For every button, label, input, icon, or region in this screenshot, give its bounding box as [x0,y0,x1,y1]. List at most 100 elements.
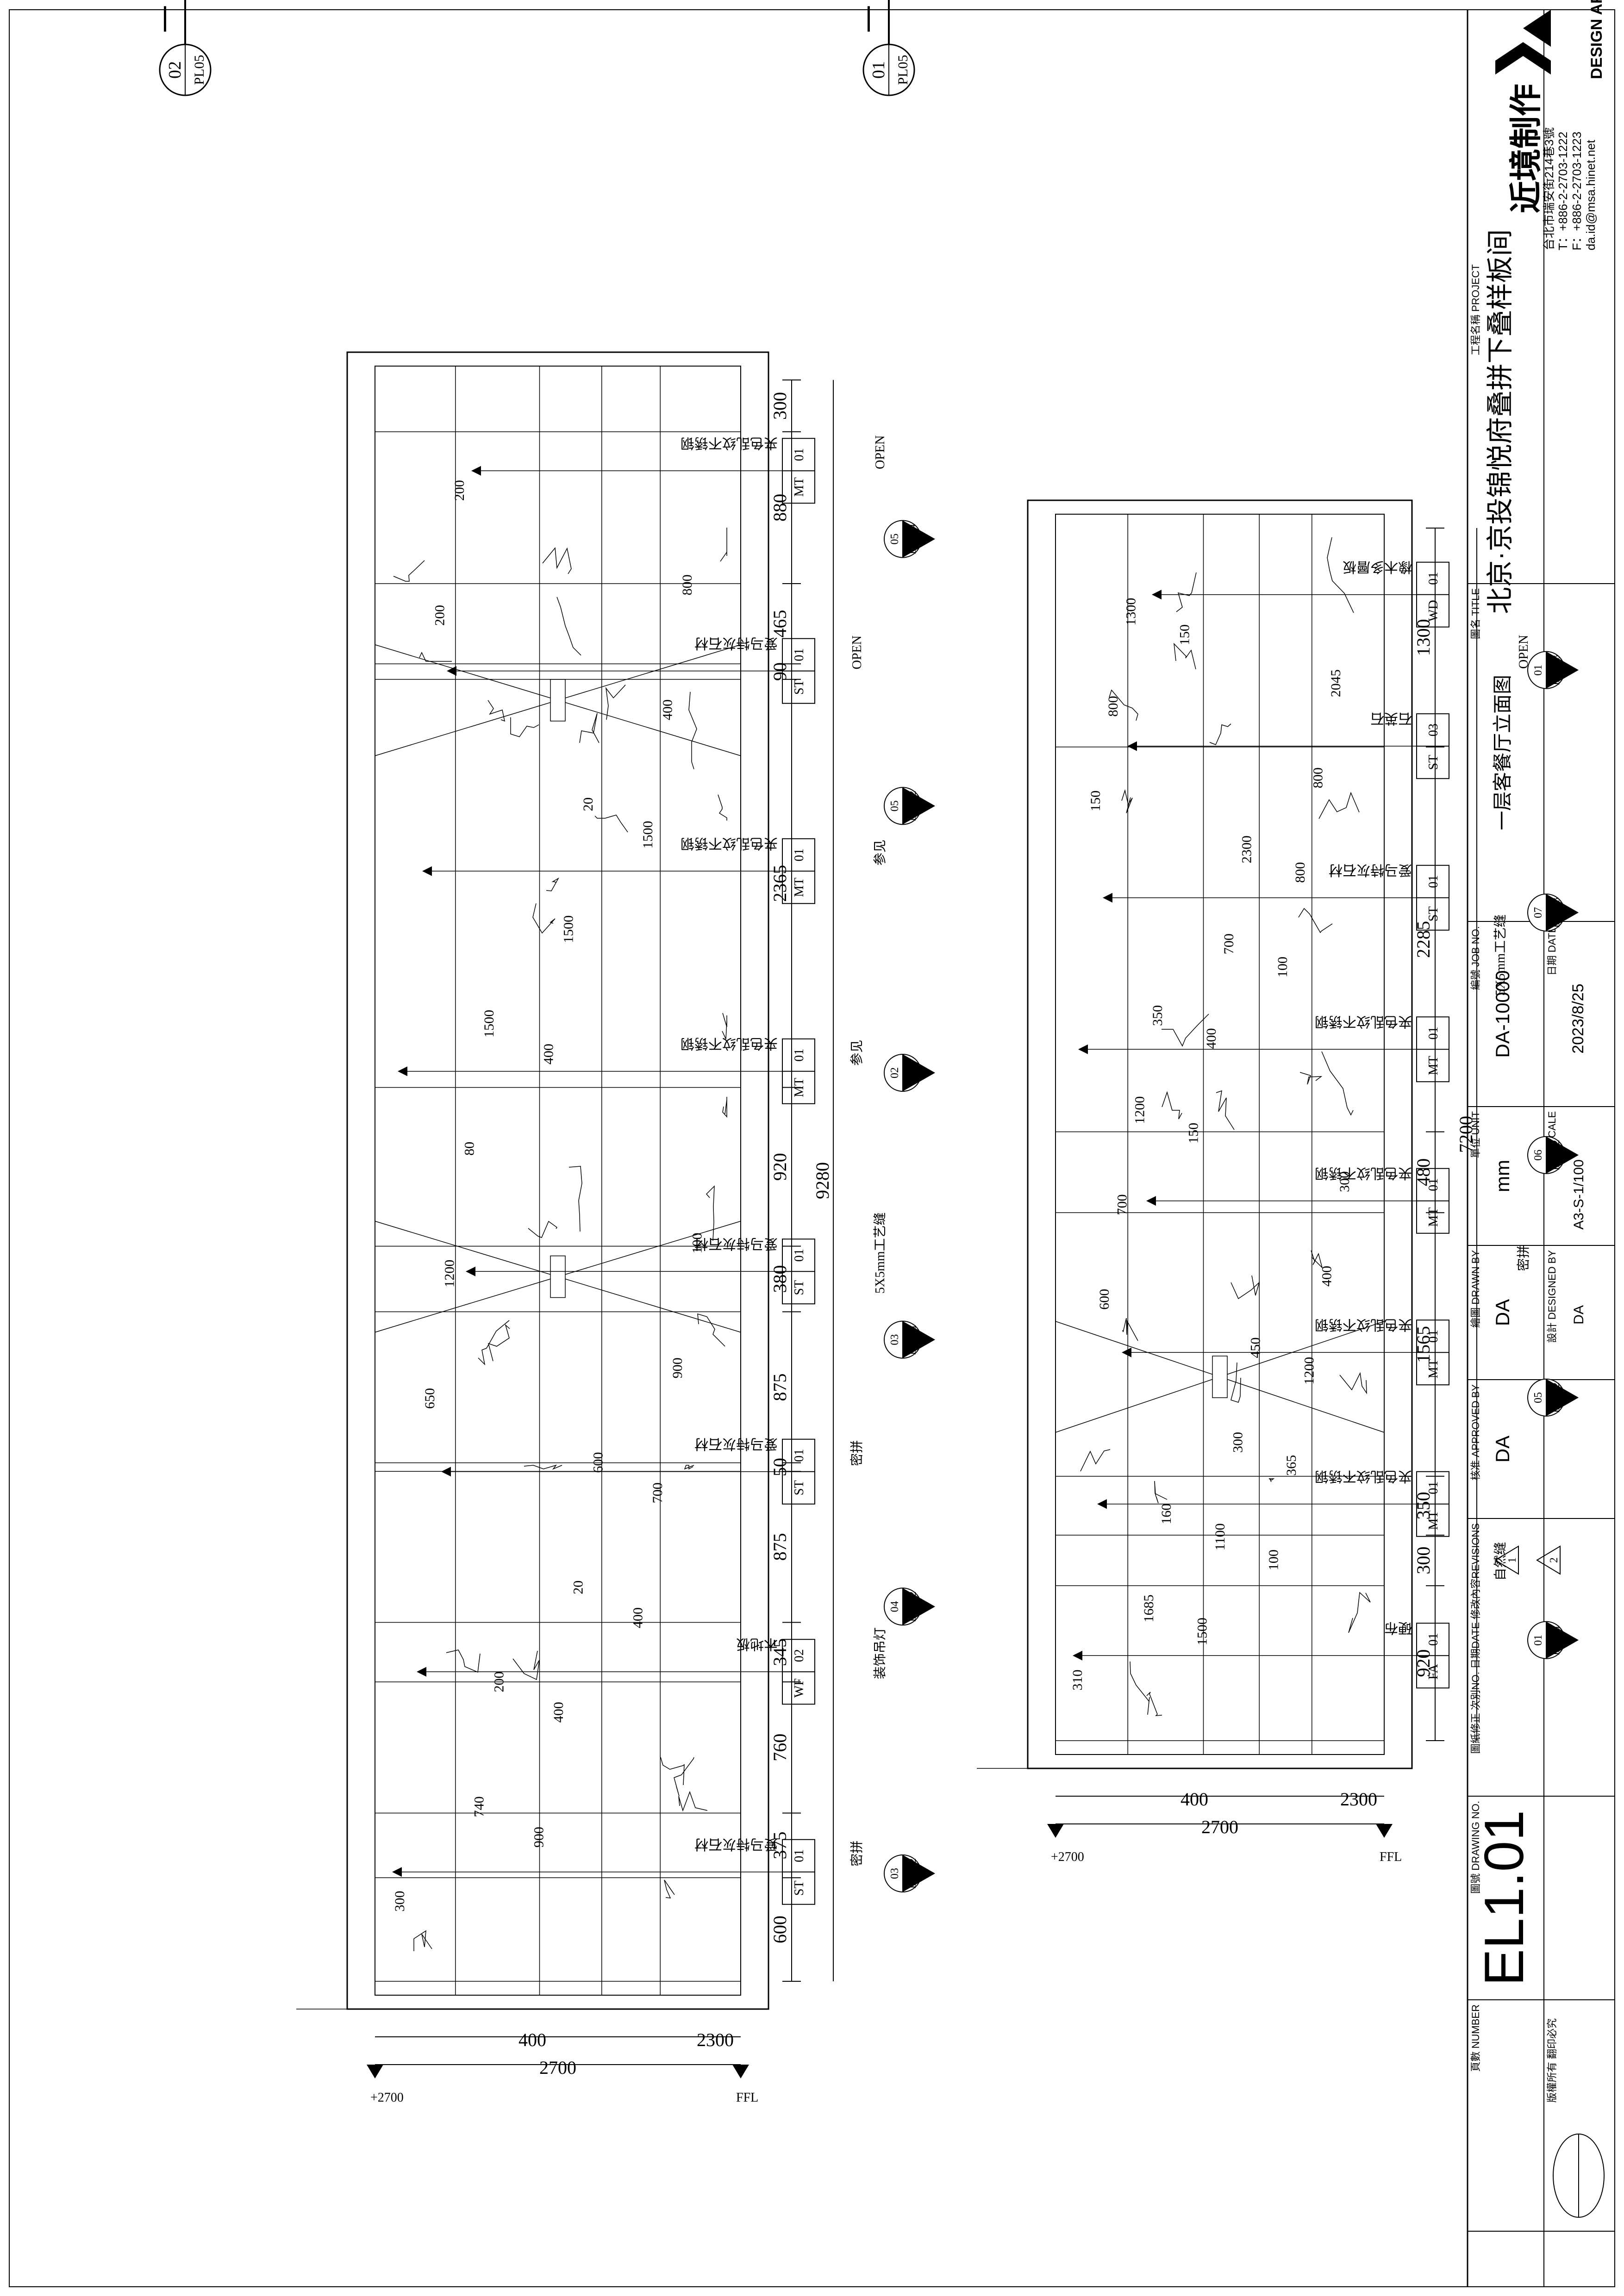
dim-segment: 375 [769,1831,790,1859]
dim-segment: 920 [769,1153,790,1181]
callout-text: 石英石 [1370,710,1412,726]
marble-vein [568,1166,582,1232]
title-block-value: DA-10000 [1492,970,1513,1058]
dim-inner: 2045 [1328,669,1343,697]
revision-triangle [1494,1545,1519,1575]
dim-inner: 400 [1204,1028,1219,1049]
dim-inner: 1500 [1195,1618,1210,1645]
marble-vein [1162,1014,1209,1047]
dim-inner: 100 [1275,957,1290,977]
marble-vein [510,717,539,737]
drawing-note: 5X5mm工艺缝 [1493,915,1508,996]
callout-text: 夹色乱纹不锈钢 [681,835,778,851]
marble-vein [478,1320,510,1366]
marble-vein [1122,1318,1138,1341]
elevation-title: 一层客餐厅立面图 [855,0,886,33]
section-top: 01 [1532,665,1544,676]
sheet-border [9,9,1615,2287]
marble-vein [1216,1090,1235,1130]
dim-inner: 1500 [481,1010,497,1038]
title-block-value: 2023/8/25 [1569,983,1587,1053]
callout-code: WF [792,1678,806,1698]
title-block-label: 圖號 DRAWING NO. [1470,1801,1481,1894]
section-bottom: D13.02 [1550,1382,1562,1412]
dim-inner: 150 [1177,624,1192,645]
dim-inner: 350 [1150,1005,1165,1026]
level-marker [732,2065,749,2078]
section-top: 07 [1532,907,1544,918]
title-block-label: 設計 DESIGNED BY [1546,1250,1558,1343]
section-top: 03 [889,1868,901,1879]
drawing-note: 密拼 [1516,1245,1531,1271]
company-address: 台北市瑞安街214巷3號 [1542,127,1556,250]
level-label: +2700 [1051,1850,1084,1864]
callout-num: 01 [1426,1481,1441,1494]
marble-vein [720,528,727,562]
section-bottom: 3.09 [906,1064,918,1082]
callout-text: 硬布 [1384,1620,1412,1635]
marble-vein [532,903,556,934]
elevation-02: 02PL05一层客餐厅立面图SCALE：1:4027002300400FFL+2… [151,0,935,2105]
section-top: 04 [889,1601,901,1612]
callout-num: 01 [792,448,806,461]
marble-vein [1209,723,1231,745]
dim-segment: 345 [769,1638,790,1666]
dim-inner: 1100 [1212,1523,1228,1550]
dim-inner: 700 [1221,933,1237,954]
marble-vein [706,1185,715,1241]
section-bottom: D13.02 [906,1858,918,1888]
marble-vein [487,700,506,722]
section-pointer [1546,1136,1579,1174]
dim-inner: 700 [650,1482,665,1503]
dim-inner: 600 [1097,1289,1112,1310]
dim-inner: 150 [1088,790,1103,811]
dim-inner: 900 [531,1827,546,1848]
revision-mark: 1 [1506,1557,1518,1563]
section-bottom: D14.21 [1550,1625,1562,1655]
marble-vein [446,1649,481,1673]
dim-inner: 310 [1070,1670,1085,1691]
dim-inner: 1685 [1141,1594,1156,1622]
marble-vein [684,1465,694,1470]
marble-vein [1162,1091,1182,1120]
callout-text: 爱马特灰石材 [694,1836,778,1852]
drawing-note: 密拼 [849,1841,864,1867]
company-name-cn: 近境制作 [1508,84,1544,213]
marble-vein [542,547,572,574]
marble-vein [1146,1692,1162,1716]
marble-vein [674,1757,694,1797]
marble-vein [605,684,626,720]
callout-num: 01 [792,648,806,661]
company-fax: F：+886-2-2703-1223 [1570,131,1584,250]
dim-segment: 760 [769,1734,790,1761]
section-bottom: D13.02 [906,1592,918,1622]
elevation-title: 一层客餐厅立面图 [151,0,182,33]
wall-outline [375,366,741,1996]
drawing-note: 装饰吊灯 [873,1627,887,1679]
dim-inner: 650 [422,1388,437,1409]
dim-inner: 300 [392,1891,407,1912]
title-block-value: 一层客餐厅立面图 [1492,675,1513,830]
dim-inner: 800 [1293,862,1308,883]
drawing-note: 5X5mm工艺缝 [873,1212,887,1294]
level-label: FFL [1380,1850,1402,1864]
marble-vein [1230,1362,1241,1403]
dim-inner: 150 [1186,1123,1201,1144]
company-tel: T：+886-2-2703-1222 [1556,131,1570,250]
marble-vein [546,877,559,891]
marble-vein [697,1313,725,1347]
callout-num: 01 [1426,1633,1441,1646]
callout-text: 爱马特灰石材 [694,1436,778,1451]
dim-inner: 80 [462,1142,477,1156]
dim-total: 9280 [812,1162,833,1199]
section-bottom: D13.04 [906,524,918,554]
title-block-label: 日期 DATE [1546,926,1558,976]
marble-vein [579,713,600,743]
dim-inner: 450 [1248,1338,1263,1358]
title-block: DESIGN APARTMENT近境制作台北市瑞安街214巷3號T：+886-2… [1468,0,1615,2232]
marble-vein [528,1220,558,1238]
room-outline [1027,499,1413,1769]
section-top: 03 [889,1334,901,1345]
marble-vein [688,691,697,770]
level-label: FFL [736,2091,758,2105]
